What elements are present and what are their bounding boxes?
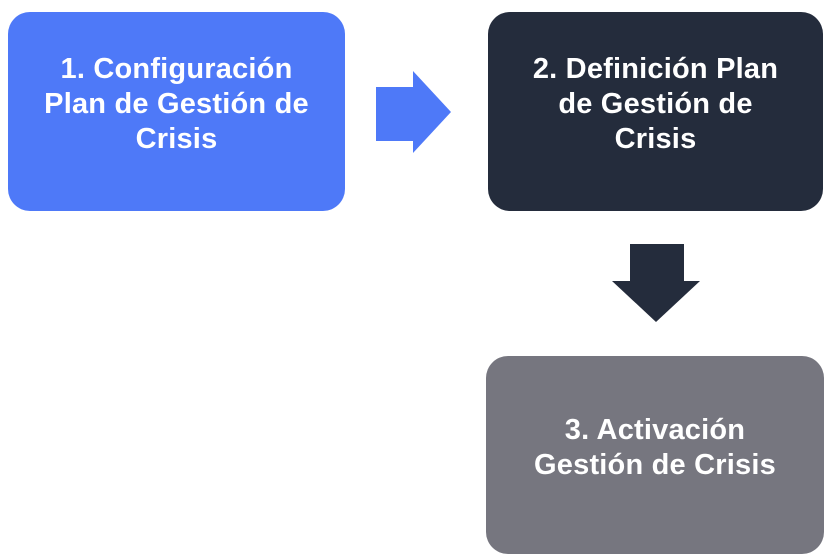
down-arrow-icon <box>612 244 700 322</box>
down-arrow-body <box>630 244 684 282</box>
step-1-box: 1. Configuración Plan de Gestión de Cris… <box>8 12 345 211</box>
step-2-box: 2. Definición Plan de Gestión de Crisis <box>488 12 823 211</box>
step-3-label-line-1: 3. Activación <box>564 414 746 446</box>
right-arrow-icon <box>376 71 451 153</box>
down-arrow-head <box>612 281 700 322</box>
step-1-label-line-3: Crisis <box>135 123 218 155</box>
step-2-label-line-1: 2. Definición Plan <box>532 53 779 85</box>
step-1-label-line-2: Plan de Gestión de <box>44 88 309 120</box>
right-arrow-body <box>376 87 414 141</box>
step-2-label-line-2: de Gestión de <box>558 88 753 120</box>
right-arrow-head <box>413 71 451 153</box>
step-2-label-line-3: Crisis <box>614 123 697 155</box>
step-1-label-line-1: 1. Configuración <box>60 53 293 85</box>
step-3-box: 3. Activación Gestión de Crisis <box>486 356 824 554</box>
step-3-label-line-2: Gestión de Crisis <box>534 449 776 481</box>
